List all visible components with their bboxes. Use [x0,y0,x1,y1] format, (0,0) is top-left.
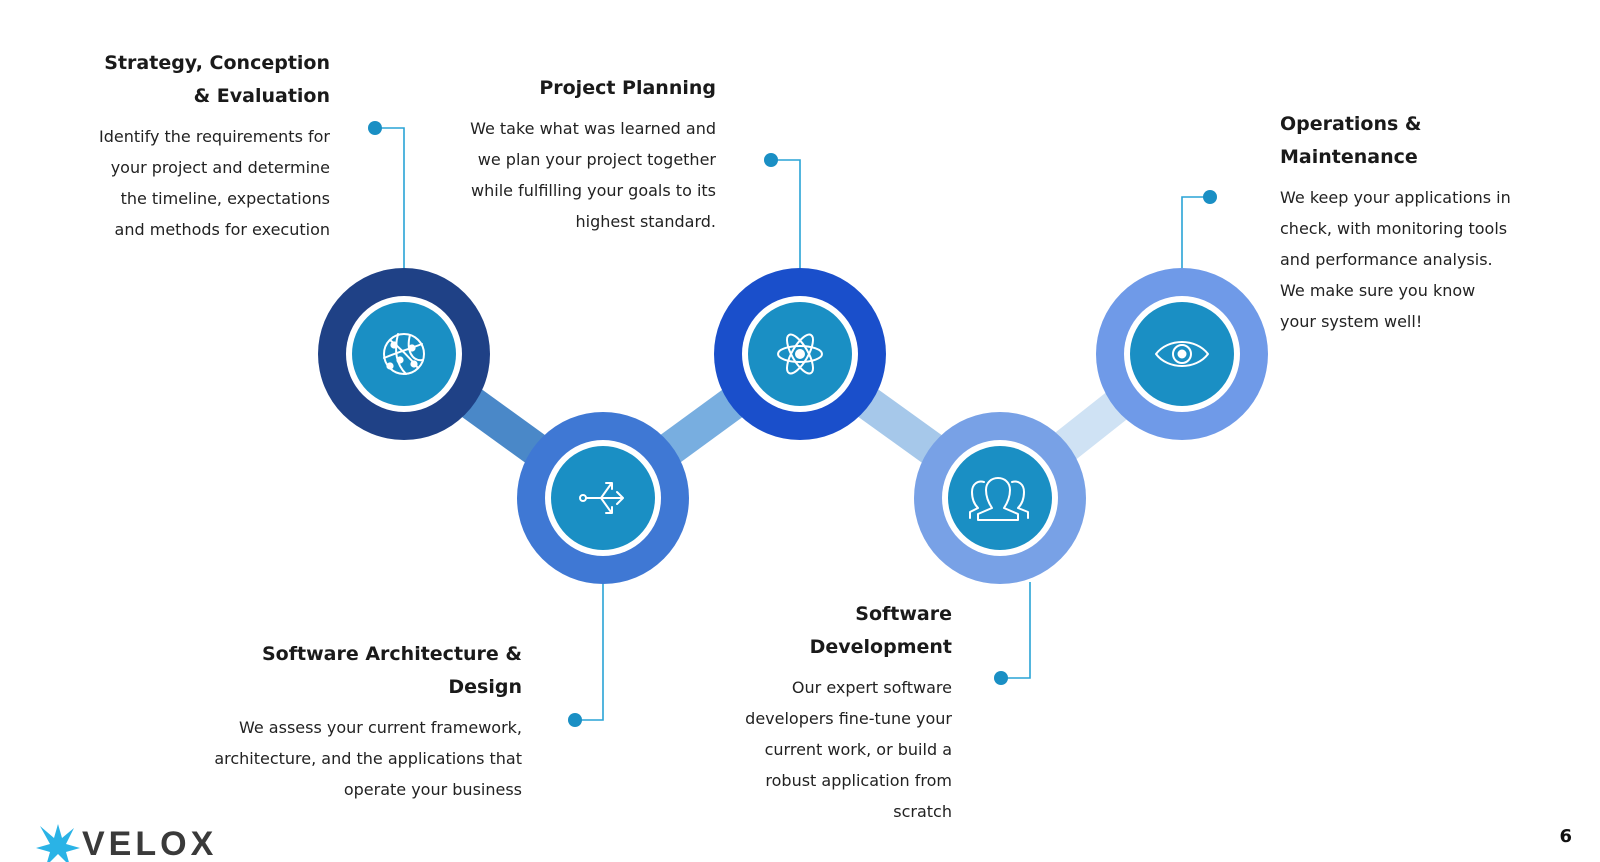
leader-line [575,582,604,721]
brand-name: VELOX [82,825,218,862]
step-title: Software Development [809,603,952,658]
step-title: Software Architecture & Design [262,643,522,698]
branching-arrows-icon [579,482,624,514]
inner-circle [352,302,456,406]
step-architecture-design: Software Architecture & Design We assess… [200,638,522,805]
step-description: Identify the requirements for your proje… [99,127,330,239]
step-title: Operations & Maintenance [1280,113,1422,168]
leader-line [1181,196,1210,270]
leader-dot [368,121,382,135]
leader-line [771,159,801,270]
page-number: 6 [1559,826,1572,847]
team-people-icon [969,477,1029,521]
leader-line [375,127,405,270]
leader-line [1001,582,1031,679]
atom-icon [777,333,823,375]
inner-circle [948,446,1052,550]
step-title: Project Planning [539,77,716,99]
leader-dot [994,671,1008,685]
step-operations-maintenance: Operations & Maintenance We keep your ap… [1280,108,1540,337]
leader-dot [1203,190,1217,204]
step-description: We keep your applications in check, with… [1280,188,1511,331]
eye-icon [1155,341,1209,367]
step-node [318,268,490,440]
globe-network-icon [383,333,425,375]
brand-logo: VELOX [36,822,276,862]
step-title: Strategy, Conception & Evaluation [104,52,330,107]
step-project-planning: Project Planning We take what was learne… [470,72,716,237]
step-description: We assess your current framework, archit… [214,718,522,799]
step-description: Our expert software developers fine-tune… [745,678,952,821]
step-description: We take what was learned and we plan you… [470,119,716,231]
star-logo-icon [36,824,80,862]
leader-dot [764,153,778,167]
leader-dot [568,713,582,727]
step-strategy: Strategy, Conception & Evaluation Identi… [90,47,330,245]
step-node [1096,268,1268,440]
step-node [517,412,689,584]
step-software-development: Software Development Our expert software… [716,598,952,827]
step-node [714,268,886,440]
step-node [914,412,1086,584]
